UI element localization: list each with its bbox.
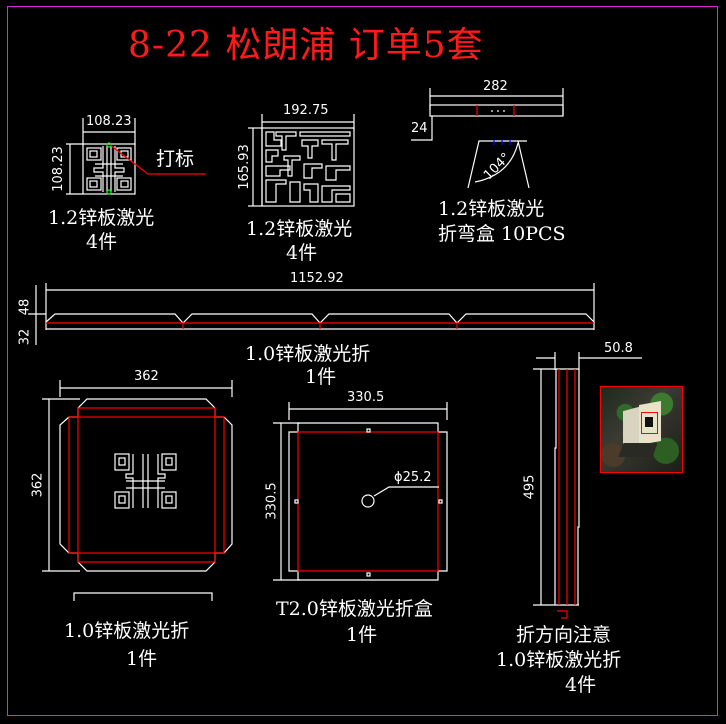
pin-hole bbox=[366, 572, 371, 577]
part-material-label: 1.2锌板激光 bbox=[48, 207, 155, 229]
dim-label: 362 bbox=[30, 472, 46, 498]
drawing-title: 8-22 松朗浦 订单5套 bbox=[128, 25, 484, 66]
pin-hole bbox=[438, 499, 443, 504]
strip-edge bbox=[554, 369, 557, 605]
part-material-label: 1.0锌板激光折 bbox=[245, 343, 371, 365]
leader-note: 打标 bbox=[156, 148, 195, 170]
reference-photo[interactable] bbox=[600, 386, 683, 473]
leader-line bbox=[109, 144, 206, 175]
dim-label: 24 bbox=[411, 121, 428, 136]
part-material-label: 1.0锌板激光折 bbox=[496, 649, 622, 671]
center-hole bbox=[361, 494, 375, 508]
box-flat-outline bbox=[429, 104, 564, 117]
hole-leader bbox=[373, 486, 439, 497]
grip-point bbox=[106, 142, 112, 148]
bend-line bbox=[68, 416, 225, 554]
dim-label: 108.23 bbox=[86, 114, 132, 129]
part-folded-box[interactable] bbox=[273, 402, 448, 581]
bend-direction-symbol bbox=[557, 610, 568, 619]
photo-base bbox=[618, 443, 658, 457]
pin-hole bbox=[294, 499, 299, 504]
part-square-tray[interactable] bbox=[42, 380, 233, 601]
dim-label: 282 bbox=[483, 79, 508, 94]
part-lattice-plate[interactable] bbox=[248, 114, 355, 207]
photo-sign bbox=[623, 406, 639, 448]
angle-arc bbox=[474, 142, 519, 183]
hole-label: ϕ25.2 bbox=[394, 470, 432, 485]
lattice-cutout bbox=[265, 131, 351, 203]
dim-label: 362 bbox=[134, 369, 159, 384]
part-small-pattern-plate[interactable] bbox=[66, 118, 206, 195]
part-material-label: T2.0锌板激光折盒 bbox=[276, 598, 433, 620]
pin-hole bbox=[366, 428, 371, 433]
bend-line bbox=[297, 431, 439, 572]
part-long-strip[interactable] bbox=[28, 283, 595, 345]
photo-highlight-box bbox=[641, 412, 658, 434]
dim-line-height bbox=[411, 116, 433, 141]
dim-label: 48 bbox=[17, 298, 33, 316]
part-channel-strip[interactable] bbox=[533, 352, 642, 619]
bend-line bbox=[77, 407, 216, 563]
part-material-label: 1.0锌板激光折 bbox=[64, 620, 190, 642]
drawing-frame bbox=[7, 6, 718, 716]
part-qty-label: 4件 bbox=[286, 242, 318, 264]
pattern-cutout bbox=[114, 453, 177, 509]
pattern-cutout bbox=[86, 146, 132, 192]
bend-profile bbox=[517, 140, 530, 189]
box-outline bbox=[288, 422, 448, 581]
dim-label: 32 bbox=[17, 328, 33, 346]
grip-point bbox=[106, 189, 112, 195]
dim-label: 108.23 bbox=[50, 146, 66, 192]
plate-outline bbox=[261, 127, 355, 207]
dim-label: 330.5 bbox=[347, 390, 385, 405]
tray-side-profile bbox=[73, 592, 213, 601]
dim-label: 50.8 bbox=[604, 341, 633, 356]
part-qty-label: 折弯盒 10PCS bbox=[438, 223, 566, 245]
bend-direction-note: 折方向注意 bbox=[516, 624, 612, 646]
strip-top-edge bbox=[45, 313, 595, 324]
part-qty-label: 1件 bbox=[346, 624, 378, 646]
part-qty-label: 1件 bbox=[305, 366, 337, 388]
part-material-label: 1.2锌板激光 bbox=[438, 198, 545, 220]
part-qty-label: 4件 bbox=[565, 674, 597, 696]
strip-edge bbox=[577, 369, 580, 605]
part-qty-label: 1件 bbox=[126, 648, 158, 670]
bend-profile bbox=[467, 140, 527, 189]
dim-label: 330.5 bbox=[264, 482, 280, 520]
dim-label: 1152.92 bbox=[290, 271, 344, 286]
part-bend-box[interactable] bbox=[411, 88, 564, 189]
dim-label: 165.93 bbox=[236, 144, 252, 190]
part-qty-label: 4件 bbox=[86, 231, 118, 253]
tray-outline bbox=[59, 398, 233, 572]
part-material-label: 1.2锌板激光 bbox=[246, 218, 353, 240]
dim-label: 495 bbox=[522, 474, 538, 500]
dim-label: 192.75 bbox=[283, 103, 329, 118]
